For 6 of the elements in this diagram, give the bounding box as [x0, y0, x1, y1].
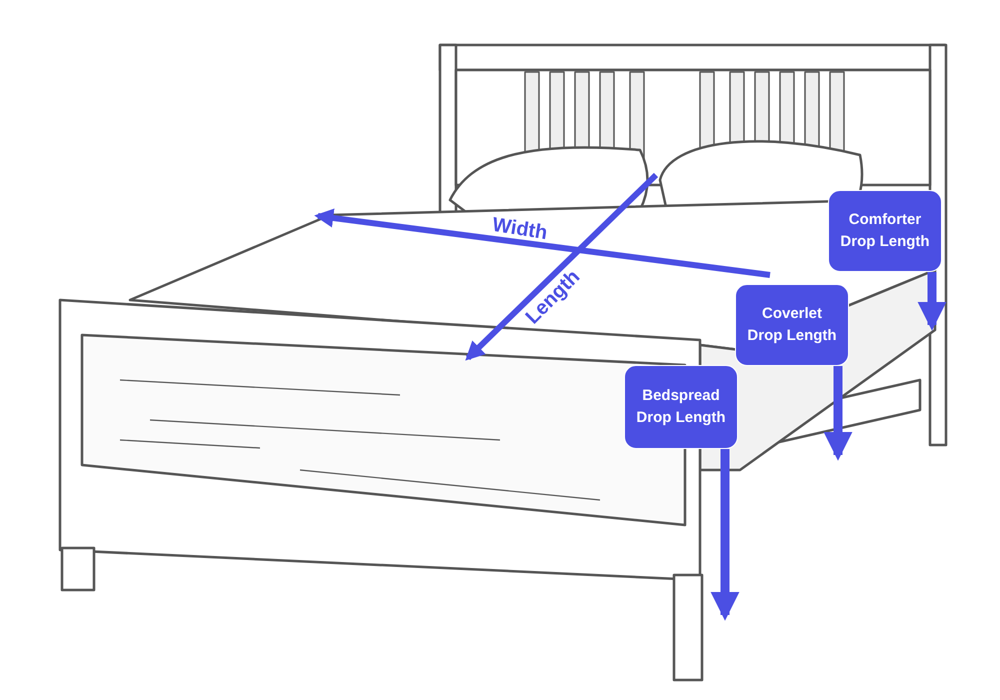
dimension-label: Width: [490, 214, 549, 246]
callout-box: Bedspread Drop Length: [624, 365, 738, 449]
callout-box: Coverlet Drop Length: [735, 284, 849, 366]
arrow: [824, 366, 852, 461]
callout-box: Comforter Drop Length: [828, 190, 942, 272]
arrow: [710, 449, 740, 621]
